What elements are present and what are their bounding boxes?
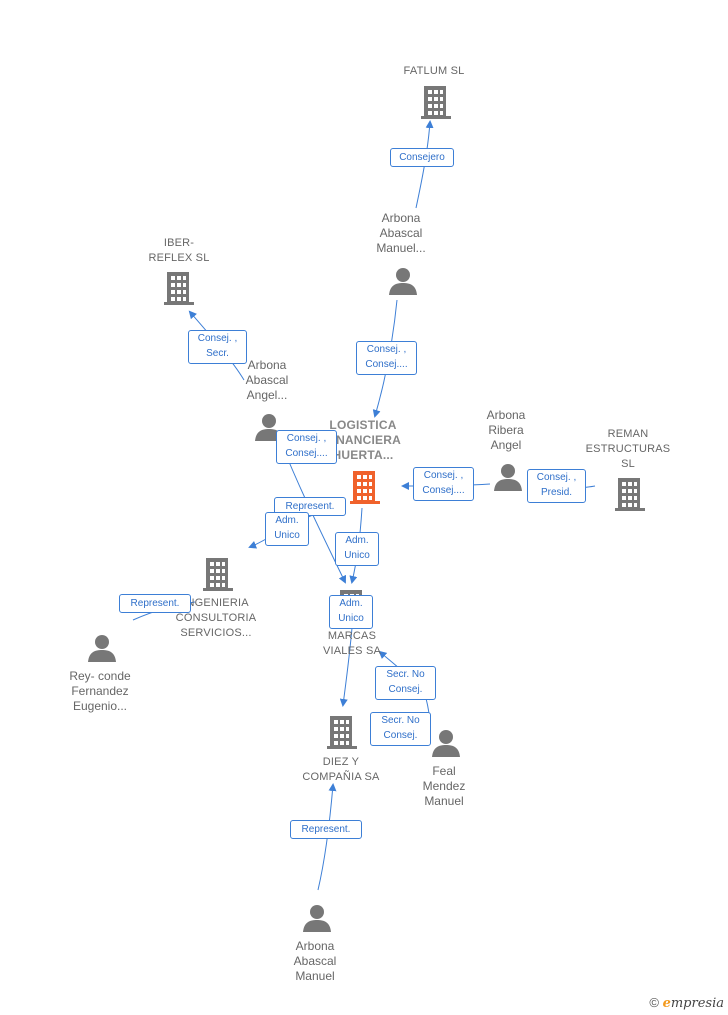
relation-label-r1[interactable]: Consejero [390,148,454,167]
building-icon[interactable] [420,84,452,120]
node-label-reman[interactable]: REMAN ESTRUCTURAS SL [585,428,671,470]
relation-label-r13[interactable]: Secr. No Consej. [370,712,431,746]
relation-label-r12[interactable]: Secr. No Consej. [375,666,436,700]
node-label-rey-conde[interactable]: Rey- conde Fernandez Eugenio... [69,669,131,713]
building-icon-main[interactable] [349,469,381,505]
node-label-arbona-manuel-top[interactable]: Arbona Abascal Manuel... [376,211,426,255]
node-label-arbona-manuel-bottom[interactable]: Arbona Abascal Manuel [293,939,337,983]
edge-r14 [317,783,337,891]
relation-label-r7[interactable]: Represent. [274,497,346,516]
node-label-diez[interactable]: DIEZ Y COMPAÑIA SA [302,756,380,783]
relation-label-r8[interactable]: Adm. Unico [265,512,309,546]
person-icon[interactable] [431,728,461,758]
brand-initial: e [662,996,671,1011]
building-icon[interactable] [163,270,195,306]
node-label-arbona-angel[interactable]: Arbona Abascal Angel... [245,358,289,402]
building-icon[interactable] [326,714,358,750]
node-label-feal[interactable]: Feal Mendez Manuel [422,764,466,808]
node-label-arbona-ribera[interactable]: Arbona Ribera Angel [486,408,526,452]
relation-label-r11[interactable]: Adm. Unico [329,595,373,629]
relation-label-r10[interactable]: Represent. [119,594,191,613]
relation-label-r14[interactable]: Represent. [290,820,362,839]
relation-label-r3[interactable]: Consej. , Consej.... [356,341,417,375]
node-label-ingenieria[interactable]: INGENIERIA CONSULTORIA SERVICIOS... [175,597,257,639]
person-icon[interactable] [87,633,117,663]
copyright-icon: © [649,995,659,1010]
building-icon[interactable] [202,556,234,592]
relation-label-r4[interactable]: Consej. , Consej.... [276,430,337,464]
edge-r11 [339,627,353,707]
person-icon[interactable] [302,903,332,933]
person-icon[interactable] [388,266,418,296]
relation-label-r6[interactable]: Consej. , Presid. [527,469,586,503]
relation-label-r5[interactable]: Consej. , Consej.... [413,467,474,501]
building-icon[interactable] [614,476,646,512]
person-icon[interactable] [493,462,523,492]
brand-name: mpresia [670,996,724,1011]
relation-label-r2[interactable]: Consej. , Secr. [188,330,247,364]
relation-label-r9[interactable]: Adm. Unico [335,532,379,566]
node-label-iberreflex[interactable]: IBER- REFLEX SL [148,237,210,264]
node-label-marcas[interactable]: MARCAS VIALES SA [322,630,382,657]
brand-logo[interactable]: © empresia [649,995,724,1011]
node-label-logistica[interactable]: LOGISTICA FINANCIERA HUERTA... [325,418,401,462]
node-label-fatlum[interactable]: FATLUM SL [403,65,465,77]
